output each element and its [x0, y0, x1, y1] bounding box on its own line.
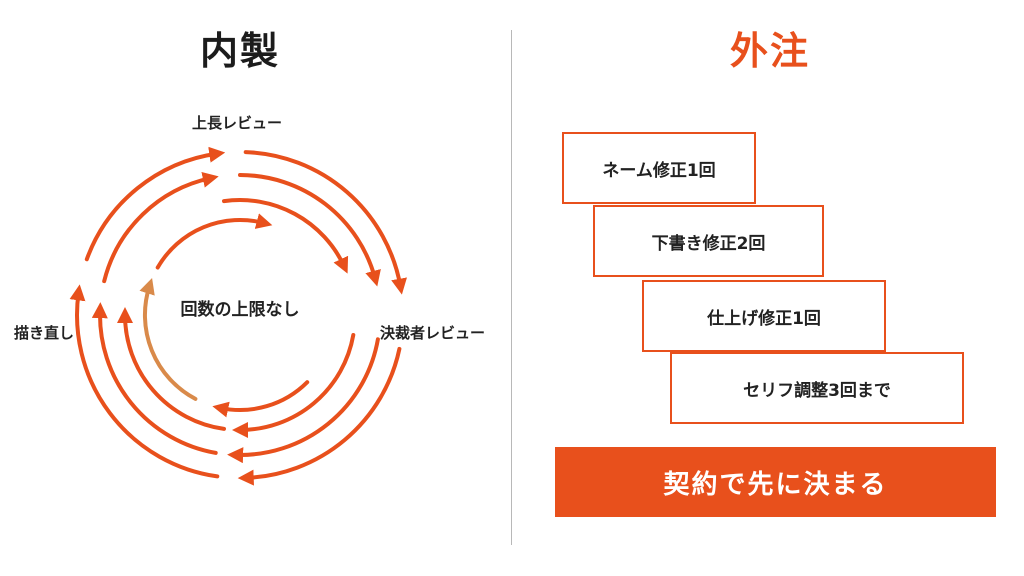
middle-bottom-left-arrow [91, 302, 218, 455]
outer-bottom-right-arrow [237, 346, 402, 486]
step-name-revision: ネーム修正1回 [562, 132, 756, 204]
step-draft-revision: 下書き修正2回 [593, 205, 824, 277]
middle-top-right-arrow [238, 173, 381, 287]
outer-bottom-left-arrow [69, 284, 220, 479]
middle-bottom-right-arrow [227, 337, 380, 464]
outer-top-left-arrow [84, 146, 226, 262]
no-limit-label: 回数の上限なし [180, 300, 300, 320]
supervisor-review-label: 上長レビュー [192, 114, 283, 132]
revision-cycle-diagram [69, 146, 407, 486]
inner-bottom-left-arrow [117, 307, 226, 431]
right-title: 外注 [729, 29, 810, 73]
middle-top-left-arrow [102, 171, 219, 284]
center-divider [511, 30, 512, 545]
step-dialogue-adjust: セリフ調整3回まで [670, 352, 964, 424]
inner-top-right-arrow [222, 197, 349, 274]
core-left-tail-arrow [139, 277, 198, 401]
step-finish-revision: 仕上げ修正1回 [642, 280, 886, 352]
outer-top-right-arrow [243, 150, 407, 295]
core-bottom-arrow [212, 380, 310, 418]
redraw-label: 描き直し [14, 324, 75, 342]
left-title: 内製 [199, 29, 280, 73]
core-top-arrow [155, 213, 273, 270]
inner-bottom-right-arrow [232, 333, 356, 438]
contract-result-bar: 契約で先に決まる [555, 447, 996, 517]
approver-review-label: 決裁者レビュー [380, 324, 486, 342]
